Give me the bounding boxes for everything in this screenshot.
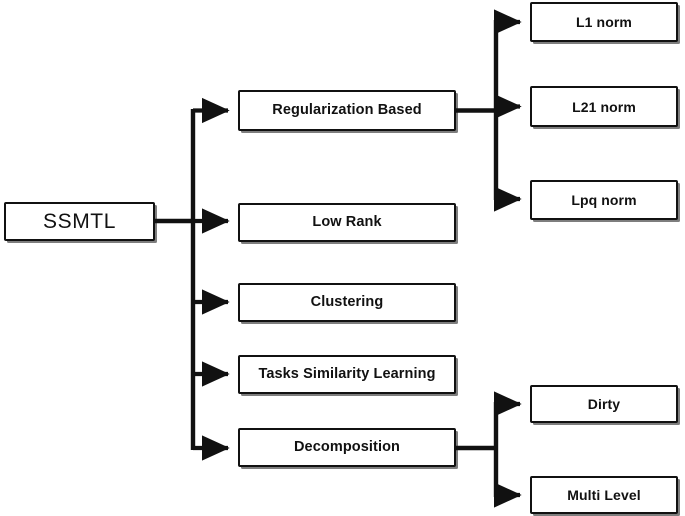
node-multi-level[interactable]: Multi Level xyxy=(530,476,678,514)
node-tasks-similarity-learning[interactable]: Tasks Similarity Learning xyxy=(238,355,456,394)
node-regularization-based[interactable]: Regularization Based xyxy=(238,90,456,131)
node-l1-norm[interactable]: L1 norm xyxy=(530,2,678,42)
node-ssmtl[interactable]: SSMTL xyxy=(4,202,155,241)
node-clustering-label: Clustering xyxy=(310,294,384,311)
node-lpq-norm-label: Lpq norm xyxy=(571,192,637,208)
node-ssmtl-label: SSMTL xyxy=(42,210,116,233)
node-low-rank-label: Low Rank xyxy=(312,214,382,231)
node-dirty-label: Dirty xyxy=(587,396,621,412)
node-tasks-similarity-learning-label: Tasks Similarity Learning xyxy=(258,366,436,383)
node-multi-level-label: Multi Level xyxy=(567,487,641,503)
node-low-rank[interactable]: Low Rank xyxy=(238,203,456,242)
node-regularization-based-label: Regularization Based xyxy=(272,102,422,119)
node-lpq-norm[interactable]: Lpq norm xyxy=(530,180,678,220)
node-decomposition-label: Decomposition xyxy=(293,439,401,456)
node-l21-norm-label: L21 norm xyxy=(572,98,636,115)
node-decomposition[interactable]: Decomposition xyxy=(238,428,456,467)
node-clustering[interactable]: Clustering xyxy=(238,283,456,322)
node-dirty[interactable]: Dirty xyxy=(530,385,678,423)
node-l21-norm[interactable]: L21 norm xyxy=(530,86,678,127)
node-l1-norm-label: L1 norm xyxy=(576,14,632,30)
